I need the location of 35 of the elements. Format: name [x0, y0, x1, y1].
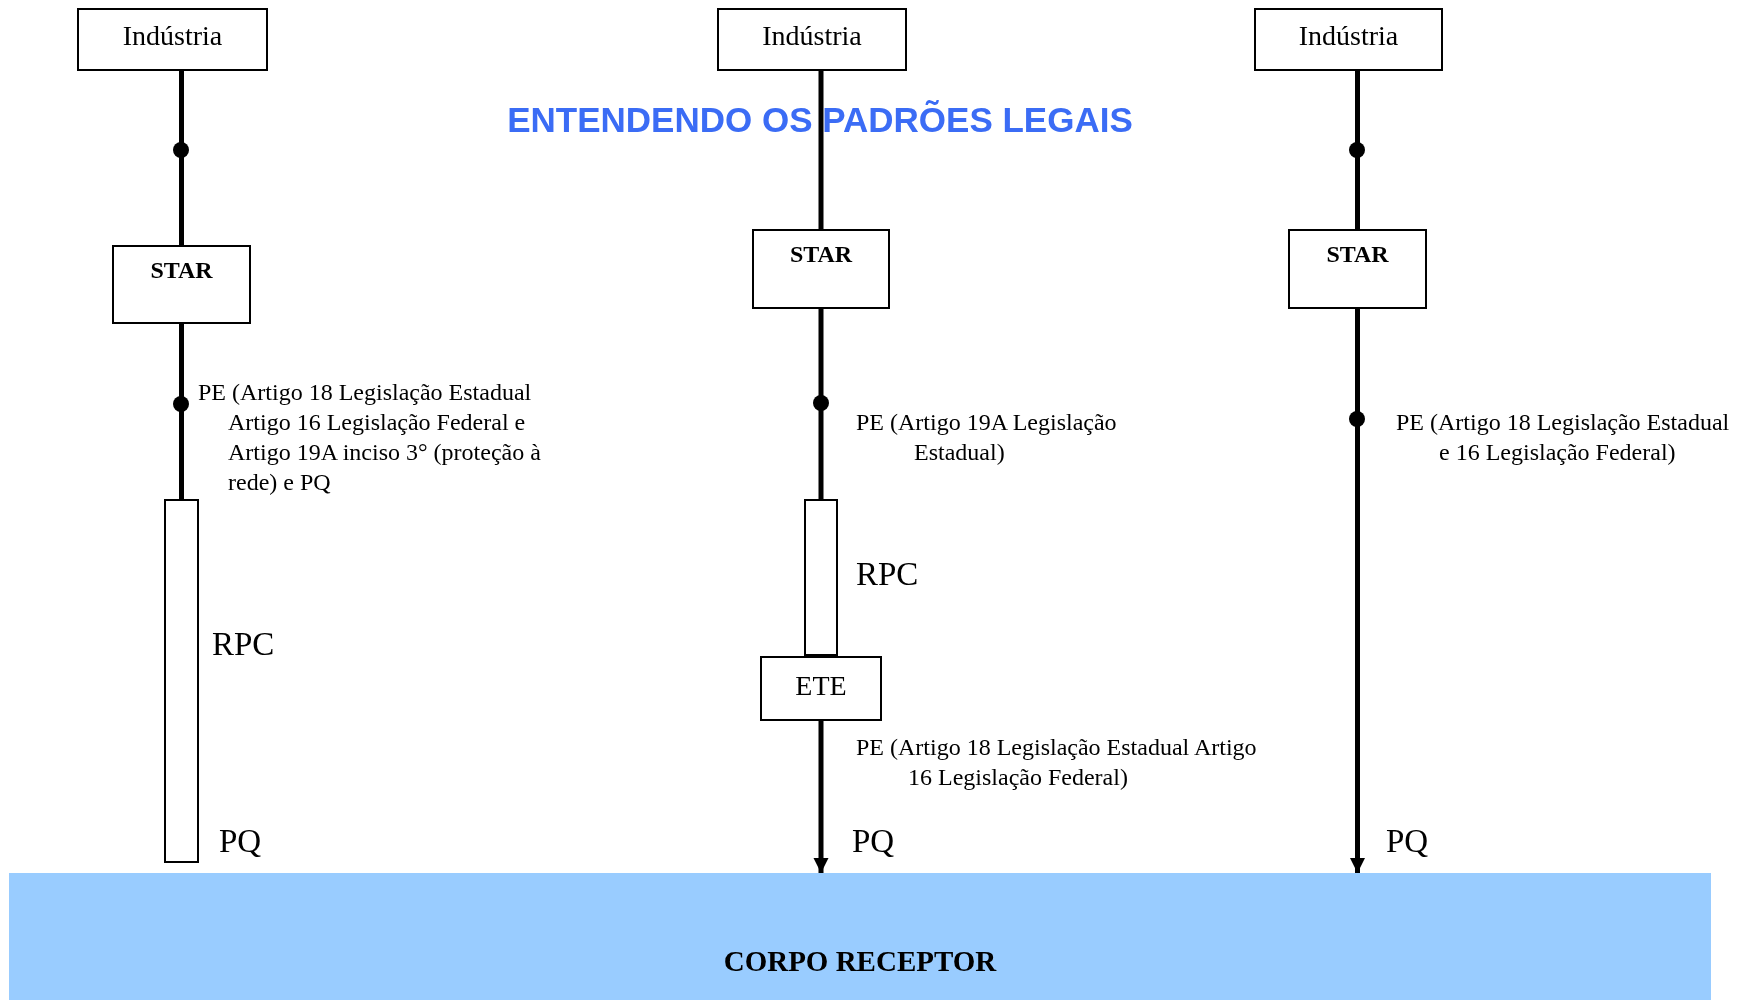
process-box: [112, 245, 251, 324]
pipe-line: [818, 71, 824, 229]
flow-arrow: [1350, 309, 1365, 873]
flow-arrow: [813, 721, 829, 873]
pipe-label: RPC: [856, 555, 919, 593]
process-box: [77, 8, 268, 71]
node-label: STAR: [150, 257, 213, 285]
receiving-body-band: [9, 873, 1711, 1000]
node-label: STAR: [1326, 241, 1389, 269]
band-label: CORPO RECEPTOR: [722, 945, 998, 978]
point-label: PQ: [1386, 822, 1429, 860]
pipe-segment: [804, 499, 838, 656]
pipe-line: [818, 309, 824, 499]
node-label: Indústria: [762, 20, 862, 53]
diagram-title: ENTENDENDO OS PADRÕES LEGAIS: [507, 100, 1133, 139]
pipe-label: RPC: [212, 625, 275, 663]
process-box: [1254, 8, 1443, 71]
standard-note: PE (Artigo 19A Legislação Estadual): [856, 408, 1118, 467]
node-label: ETE: [795, 670, 847, 703]
process-box: [760, 656, 882, 721]
standard-note: PE (Artigo 18 Legislação Estadual Artigo 16 Legislação Federal e Artigo 19A inciso 3° (proteção à rede) e PQ: [198, 378, 542, 497]
pipe-line: [179, 71, 184, 245]
node-label: Indústria: [1298, 20, 1399, 53]
process-box: [752, 229, 890, 309]
pipe-segment: [164, 499, 199, 863]
node-label: STAR: [789, 241, 853, 269]
point-label: PQ: [852, 822, 895, 860]
point-label: PQ: [219, 822, 262, 860]
pipe-line: [179, 324, 184, 499]
pipe-line: [1355, 71, 1360, 229]
process-box: [717, 8, 907, 71]
node-label: Indústria: [122, 20, 223, 53]
process-box: [1288, 229, 1427, 309]
standard-note: PE (Artigo 18 Legislação Estadual e 16 Legislação Federal): [1396, 408, 1731, 467]
standard-note: PE (Artigo 18 Legislação Estadual Artigo 16 Legislação Federal): [856, 733, 1258, 792]
